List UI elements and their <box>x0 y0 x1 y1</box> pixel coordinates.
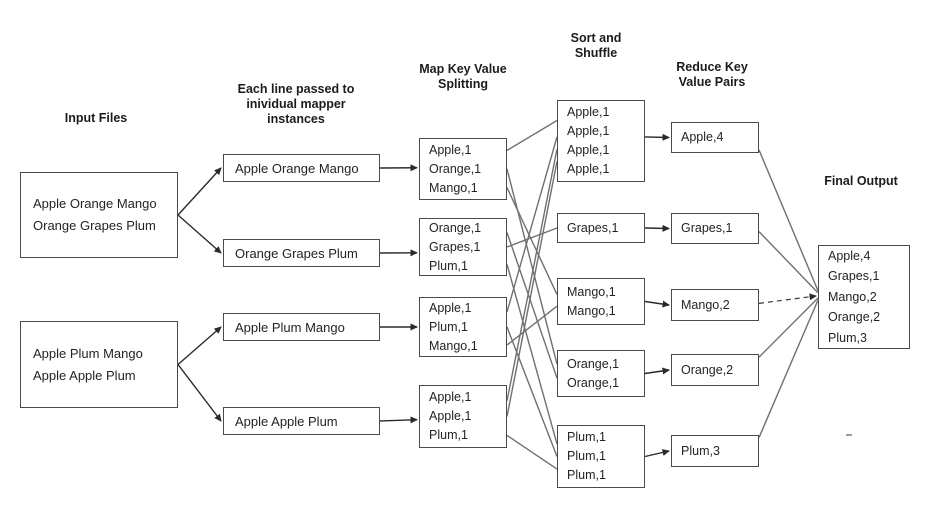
edge-split-box-2-to-sort-box-5 <box>506 264 558 445</box>
reduce-header: Reduce Key Value Pairs <box>676 60 748 89</box>
stray-mark <box>846 434 852 436</box>
split-box-2: Orange,1 Grapes,1 Plum,1 <box>419 218 507 276</box>
mapper-box-1: Apple Orange Mango <box>223 154 380 182</box>
split-box-4: Apple,1 Apple,1 Plum,1 <box>419 385 507 448</box>
sort-box-4: Orange,1 Orange,1 <box>557 350 645 397</box>
input-box-2: Apple Plum Mango Apple Apple Plum <box>20 321 178 408</box>
edge-sort-box-4-to-reduce-box-4 <box>644 367 670 375</box>
edge-sort-box-2-to-reduce-box-2 <box>644 224 670 232</box>
edge-split-box-2-to-sort-box-2 <box>506 227 558 248</box>
edge-sort-box-5-to-reduce-box-5 <box>644 449 670 458</box>
edge-sort-box-1-to-reduce-box-1 <box>644 133 670 141</box>
reduce-box-2: Grapes,1 <box>671 213 759 244</box>
edge-input-box-1-to-mapper-box-1 <box>177 167 222 216</box>
reduce-box-3: Mango,2 <box>671 289 759 321</box>
sort-box-5: Plum,1 Plum,1 Plum,1 <box>557 425 645 488</box>
map-splitting-header: Map Key Value Splitting <box>419 62 507 91</box>
split-box-3: Apple,1 Plum,1 Mango,1 <box>419 297 507 357</box>
reduce-box-4: Orange,2 <box>671 354 759 386</box>
sort-shuffle-header: Sort and Shuffle <box>570 31 622 60</box>
mapper-box-3: Apple Plum Mango <box>223 313 380 341</box>
edge-split-box-1-to-sort-box-1 <box>506 119 558 152</box>
edge-reduce-box-4-to-final-box <box>758 297 819 358</box>
edge-split-box-4-to-sort-box-1 <box>506 149 558 401</box>
edge-split-box-4-to-sort-box-5 <box>506 434 558 470</box>
edge-input-box-2-to-mapper-box-4 <box>177 364 222 422</box>
edge-split-box-1-to-sort-box-3 <box>506 187 558 295</box>
edge-input-box-2-to-mapper-box-3 <box>177 326 222 366</box>
final-output-header: Final Output <box>824 174 898 188</box>
edge-reduce-box-5-to-final-box <box>758 299 819 438</box>
edge-split-box-3-to-sort-box-5 <box>506 326 558 457</box>
final-box: Apple,4 Grapes,1 Mango,2 Orange,2 Plum,3 <box>818 245 910 349</box>
edge-split-box-3-to-sort-box-1 <box>506 136 558 313</box>
edge-input-box-1-to-mapper-box-2 <box>177 214 222 254</box>
input-files-header: Input Files <box>64 111 128 125</box>
edge-split-box-3-to-sort-box-3 <box>506 305 558 346</box>
sort-box-2: Grapes,1 <box>557 213 645 243</box>
mapper-box-4: Apple Apple Plum <box>223 407 380 435</box>
reduce-box-1: Apple,4 <box>671 122 759 153</box>
edge-mapper-box-4-to-split-box-4 <box>379 416 418 424</box>
edge-reduce-box-2-to-final-box <box>758 231 819 294</box>
mapper-header: Each line passed to inividual mapper ins… <box>237 82 355 126</box>
edge-split-box-2-to-sort-box-4 <box>506 232 558 379</box>
edge-split-box-4-to-sort-box-1 <box>506 161 558 417</box>
reduce-box-5: Plum,3 <box>671 435 759 467</box>
mapper-box-2: Orange Grapes Plum <box>223 239 380 267</box>
input-box-1: Apple Orange Mango Orange Grapes Plum <box>20 172 178 258</box>
sort-box-3: Mango,1 Mango,1 <box>557 278 645 325</box>
edge-split-box-1-to-sort-box-4 <box>506 168 558 365</box>
edge-reduce-box-3-to-final-box <box>758 293 817 304</box>
sort-box-1: Apple,1 Apple,1 Apple,1 Apple,1 <box>557 100 645 182</box>
edge-sort-box-3-to-reduce-box-3 <box>644 300 670 308</box>
edge-reduce-box-1-to-final-box <box>758 149 819 292</box>
split-box-1: Apple,1 Orange,1 Mango,1 <box>419 138 507 200</box>
